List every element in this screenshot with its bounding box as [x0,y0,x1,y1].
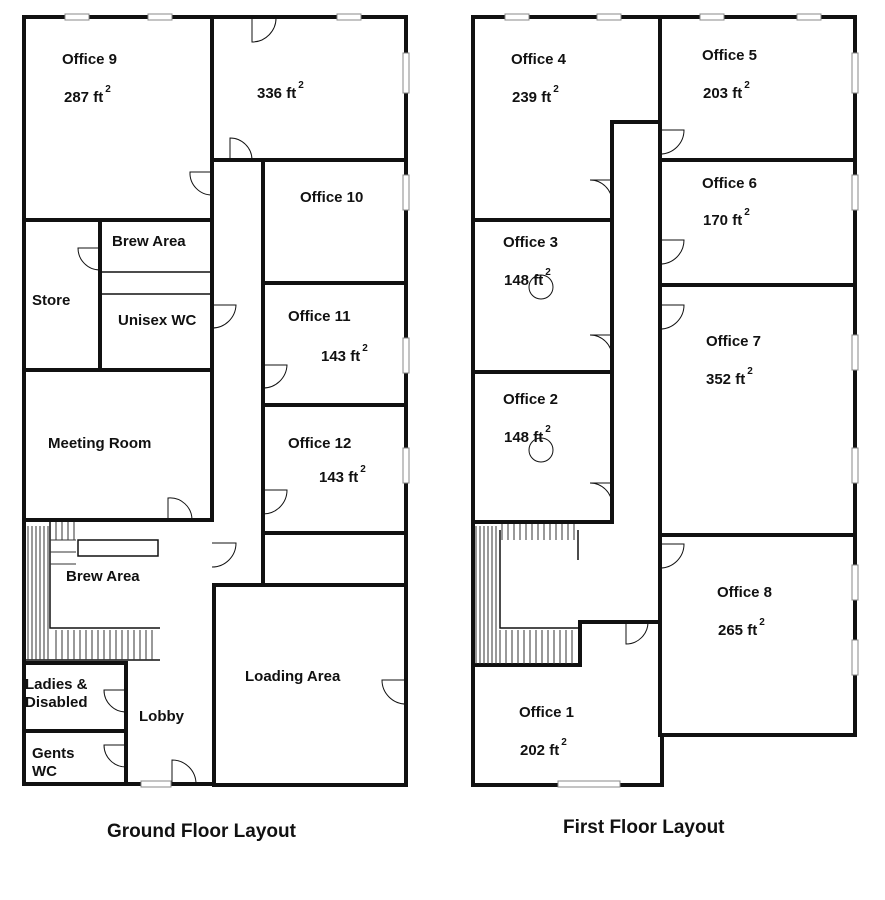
office-8-label: Office 8 [717,584,773,601]
ground-floor-doors [77,16,407,785]
first-floor-stairs [473,524,580,666]
loading-area-label: Loading Area [245,668,341,685]
office-3-label: Office 3 [503,234,559,251]
office-4-label: Office 4 [511,51,567,68]
ground-floor-stairs [24,522,160,661]
ground-floor-walls [22,15,408,787]
office-2-label: Office 2 [503,391,559,408]
office-7-label: Office 7 [706,333,762,350]
meeting-room-label: Meeting Room [48,435,152,452]
office-1-label: Office 1 [519,704,575,721]
office-10-label: Office 10 [300,189,364,206]
office-6-label: Office 6 [702,175,758,192]
office-5-label: Office 5 [702,47,758,64]
office-11-label: Office 11 [288,308,351,325]
store-label: Store [32,292,71,309]
ground-floor-title: Ground Floor Layout [107,821,296,842]
lobby-label: Lobby [139,708,184,725]
first-floor-title: First Floor Layout [563,817,725,838]
first-floor-windows [504,13,859,788]
brew-area-top-label: Brew Area [112,233,186,250]
brew-area-bottom-label: Brew Area [66,568,140,585]
first-floor-doors [528,129,685,645]
office-12-label: Office 12 [288,435,352,452]
ground-floor-windows [64,13,410,788]
office-9-label: Office 9 [62,51,118,68]
unisex-wc-label: Unisex WC [118,312,197,329]
ladies-disabled-label: Ladies & Disabled [25,676,88,711]
gents-wc-label: Gents WC [32,745,75,780]
